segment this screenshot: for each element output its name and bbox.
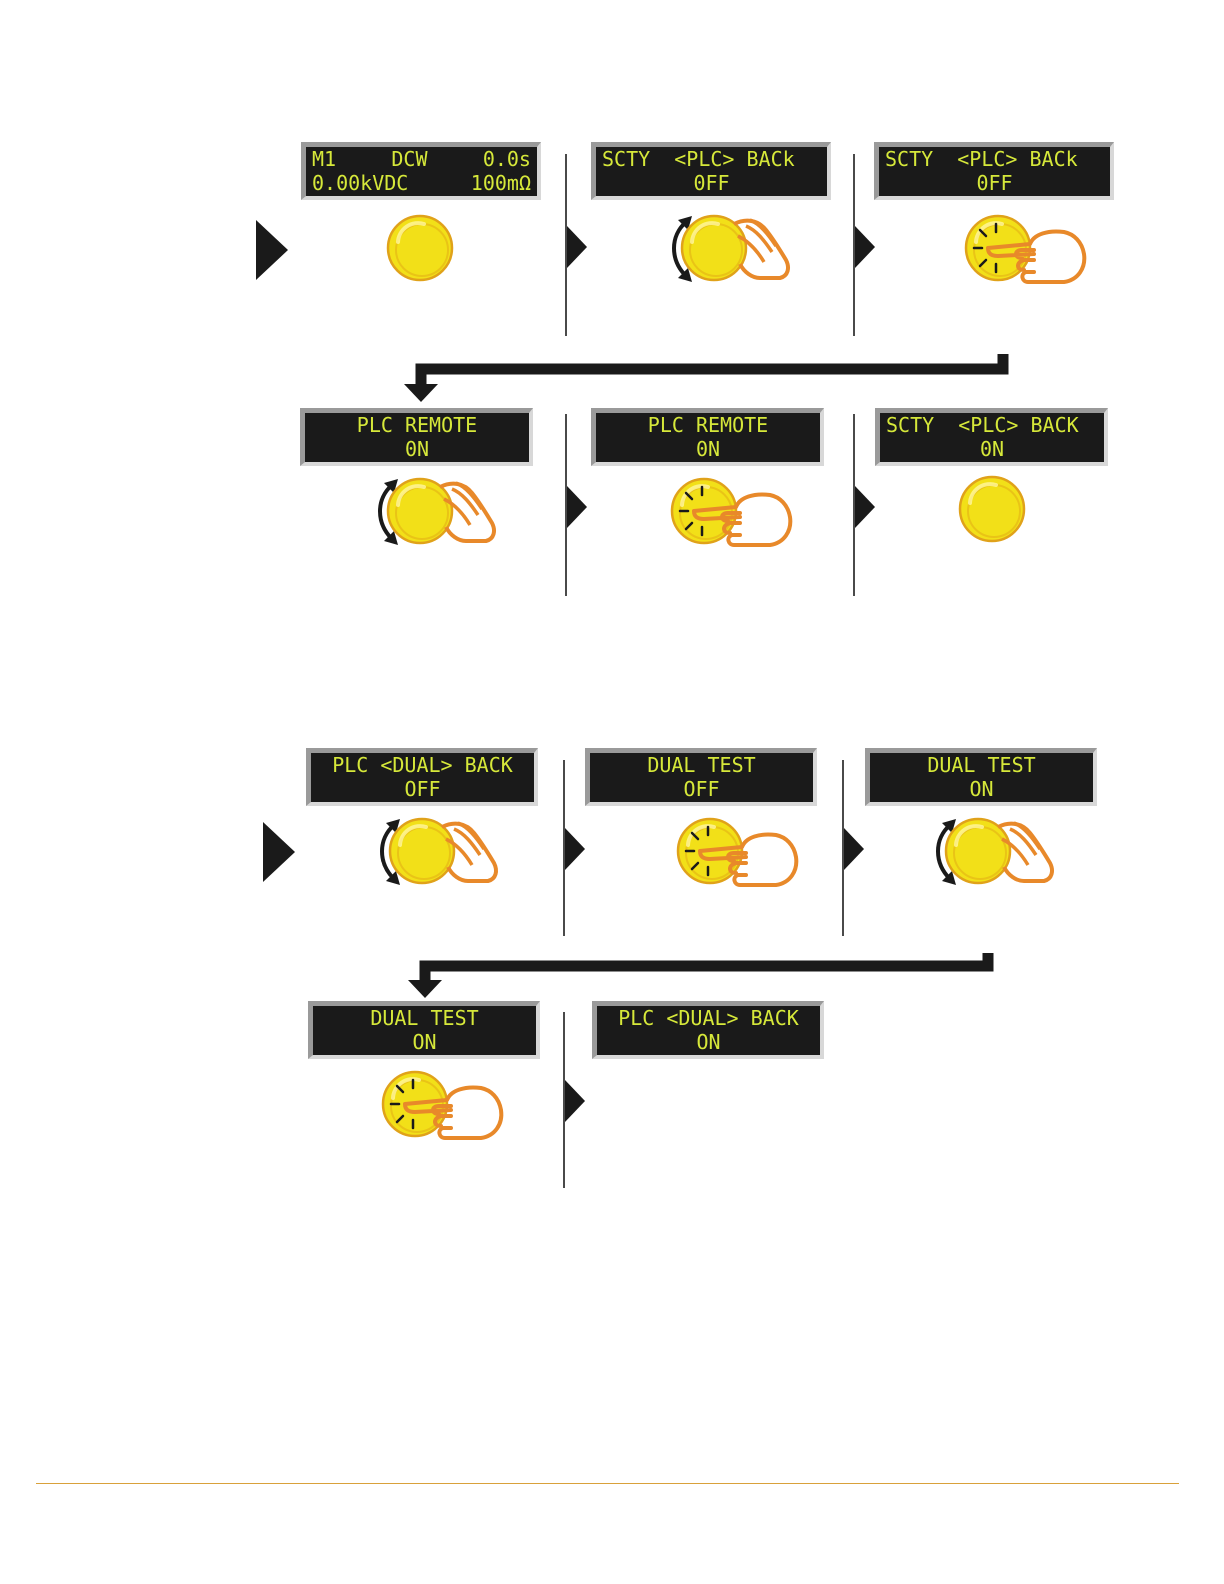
- knob-rotate-hand-icon: [372, 815, 502, 887]
- lcd-display-4: PLC REMOTE 0N: [300, 408, 533, 466]
- knob-rotate-hand-icon: [370, 475, 500, 547]
- step-arrow: [565, 1080, 585, 1122]
- lcd-display-7: PLC <DUAL> BACK OFF: [306, 748, 538, 806]
- lcd-display-10: DUAL TEST ON: [308, 1001, 540, 1059]
- start-arrow-2: [263, 822, 295, 882]
- lcd-display-6: SCTY <PLC> BACK 0N: [875, 408, 1108, 466]
- lcd-display-5: PLC REMOTE 0N: [591, 408, 824, 466]
- step-arrow: [565, 828, 585, 870]
- lcd-display-8: DUAL TEST OFF: [585, 748, 817, 806]
- knob-press-hand-icon: [381, 1068, 511, 1140]
- step-arrow: [855, 486, 875, 528]
- knob-press-hand-icon: [670, 475, 800, 547]
- step-arrow: [844, 828, 864, 870]
- knob-press-hand-icon: [676, 815, 806, 887]
- lcd-display-11: PLC <DUAL> BACK ON: [592, 1001, 824, 1059]
- knob-icon: [958, 475, 1028, 545]
- knob-rotate-hand-icon: [928, 815, 1058, 887]
- step-arrow: [567, 486, 587, 528]
- lcd-display-9: DUAL TEST ON: [865, 748, 1097, 806]
- footer-rule: [36, 1483, 1179, 1484]
